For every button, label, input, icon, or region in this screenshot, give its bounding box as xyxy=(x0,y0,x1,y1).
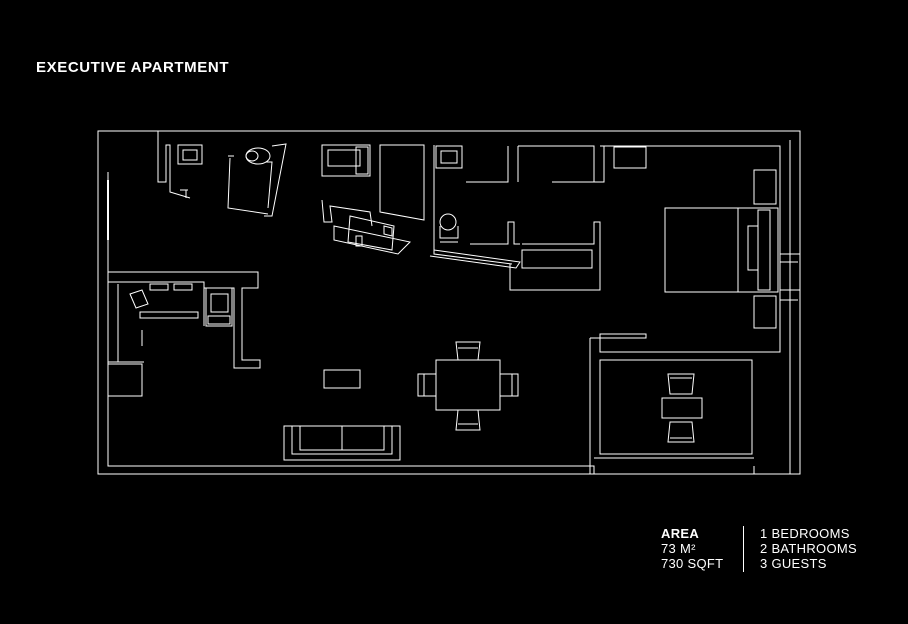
kitchen xyxy=(107,271,261,397)
bedroom xyxy=(589,169,781,474)
area-sqft: 730 SQFT xyxy=(661,556,724,571)
closets xyxy=(509,145,781,300)
outer-walls xyxy=(97,130,801,475)
guests-count: 3 GUESTS xyxy=(760,556,827,571)
bedrooms-count: 1 BEDROOMS xyxy=(760,526,850,541)
info-divider xyxy=(743,526,744,572)
apartment-title: EXECUTIVE APARTMENT xyxy=(36,59,230,76)
study-room xyxy=(594,359,754,459)
rooms-column: 1 BEDROOMS 2 BATHROOMS 3 GUESTS xyxy=(760,526,857,571)
area-m2: 73 M² xyxy=(661,541,696,556)
area-column: AREA 73 M² 730 SQFT xyxy=(661,526,723,571)
bathroom-left xyxy=(157,131,287,217)
bathrooms-count: 2 BATHROOMS xyxy=(760,541,857,556)
living-area xyxy=(283,341,519,461)
bathroom-center xyxy=(321,144,425,255)
area-heading: AREA xyxy=(661,526,700,541)
bathroom-right xyxy=(429,145,521,269)
